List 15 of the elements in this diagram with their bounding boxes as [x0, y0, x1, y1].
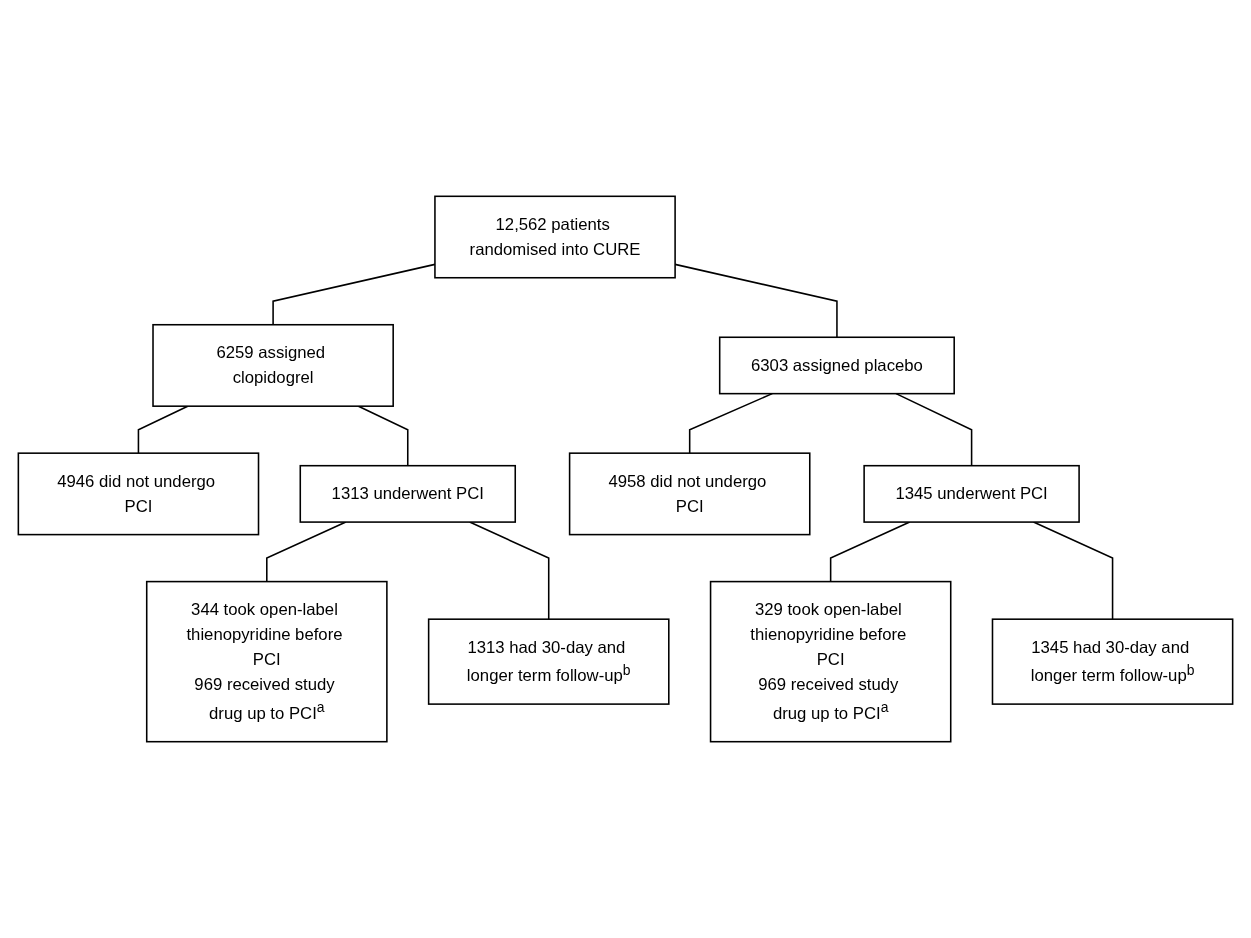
connector — [895, 392, 973, 467]
node-box: 1313 underwent PCI — [299, 464, 517, 523]
connector — [266, 521, 347, 583]
connector — [137, 405, 189, 454]
node-box: 1345 underwent PCI — [863, 464, 1080, 523]
node-box: 4946 did not undergo PCI — [17, 452, 260, 536]
connector — [688, 392, 774, 454]
node-box: 1313 had 30-day and longer term follow-up$^{b}$ — [427, 618, 670, 705]
node-box: 4958 did not undergo PCI — [568, 452, 811, 536]
node-box: 6259 assigned clopidogrel — [152, 323, 394, 407]
node-box: 1345 had 30-day and longer term follow-up$^{b}$ — [991, 618, 1234, 705]
node-box: 6303 assigned placebo — [718, 336, 955, 395]
node-box: 329 took open-label thienopyridine before PCI 969 received study drug up to PCI$^{a}$ — [709, 580, 952, 743]
node-box: 344 took open-label thienopyridine before PCI 969 received study drug up to PCI$^{a}$ — [145, 580, 388, 743]
node-box: 12,562 patients randomised into CURE — [434, 195, 676, 279]
